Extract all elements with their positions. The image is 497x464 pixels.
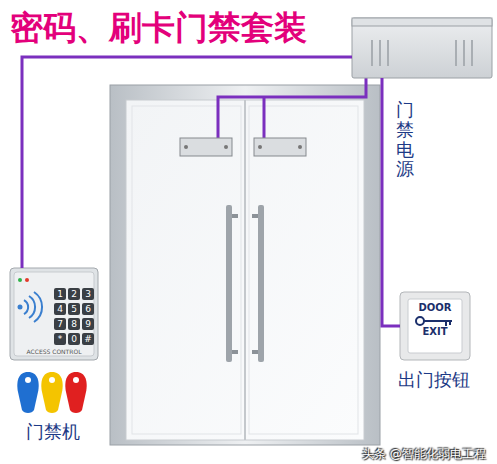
lock-screw [258, 145, 262, 149]
card-symbol [24, 292, 42, 322]
handle-mount [252, 350, 258, 354]
lock-wire [263, 97, 266, 138]
title: 密码、刷卡门禁套装 [10, 6, 307, 51]
lock-screw [298, 145, 302, 149]
device-label: 出门按钮 [398, 368, 470, 392]
handle-mount [232, 214, 238, 218]
key [68, 333, 80, 345]
key-label: 3 [82, 288, 94, 300]
key-grid [54, 288, 94, 345]
door-handle [226, 205, 232, 362]
key-label: 7 [54, 318, 66, 330]
key [54, 303, 66, 315]
glass-pane [249, 106, 358, 434]
vent-slot [379, 40, 381, 66]
lock-screw [224, 145, 228, 149]
status-led [18, 278, 22, 282]
key-fob [65, 372, 86, 413]
vent-slot [471, 40, 473, 66]
card-symbol [18, 305, 23, 310]
lock-screw [184, 145, 188, 149]
lock-wire [218, 78, 366, 138]
key [54, 318, 66, 330]
key-icon [424, 321, 452, 326]
key-label: * [54, 333, 66, 345]
magnetic-lock [254, 138, 306, 156]
keypad-body [10, 268, 98, 360]
button-text: EXIT [400, 326, 470, 337]
key-fob [41, 372, 62, 413]
key [54, 288, 66, 300]
wire [22, 57, 352, 268]
key-label: 1 [54, 288, 66, 300]
fob-hole [73, 377, 79, 383]
power-box [352, 18, 492, 78]
key [68, 318, 80, 330]
power-supply: 门禁电源 [352, 18, 492, 78]
key [82, 318, 94, 330]
key-label: 8 [68, 318, 80, 330]
key-label: 5 [68, 303, 80, 315]
key-label: 4 [54, 303, 66, 315]
watermark: 头条 @智能化弱电工程 [362, 446, 486, 463]
power-box-lid [352, 18, 492, 26]
key [82, 333, 94, 345]
fob-hole [49, 377, 55, 383]
door-split [244, 100, 246, 440]
key-label: 2 [68, 288, 80, 300]
status-led [25, 278, 29, 282]
vertical-label: 门禁电源 [396, 100, 414, 179]
keypad-face [14, 272, 94, 356]
glass-pane [132, 106, 241, 434]
key [82, 303, 94, 315]
handle-mount [232, 350, 238, 354]
button-text: DOOR [400, 302, 470, 313]
key-label: # [82, 333, 94, 345]
key [68, 288, 80, 300]
fob-hole [25, 377, 31, 383]
key-icon [416, 317, 424, 325]
vent-slot [387, 40, 389, 66]
magnetic-lock [180, 138, 232, 156]
device-label: 门禁机 [26, 420, 80, 444]
door-frame [110, 85, 380, 445]
vent-slot [455, 40, 457, 66]
button-plate [400, 292, 470, 360]
door-opening [126, 100, 364, 440]
key [54, 333, 66, 345]
vent-slot [463, 40, 465, 66]
vent-slot [371, 40, 373, 66]
door-handle [258, 205, 264, 362]
exit-button: DOOREXIT出门按钮 [400, 292, 470, 360]
key-label: 0 [68, 333, 80, 345]
key-fob [17, 372, 38, 413]
key-label: 6 [82, 303, 94, 315]
key [82, 288, 94, 300]
access-keypad: 门禁机 [10, 268, 98, 360]
brand-text: ACCESS CONTROL [10, 348, 98, 355]
handle-mount [252, 214, 258, 218]
key-label: 9 [82, 318, 94, 330]
key [68, 303, 80, 315]
